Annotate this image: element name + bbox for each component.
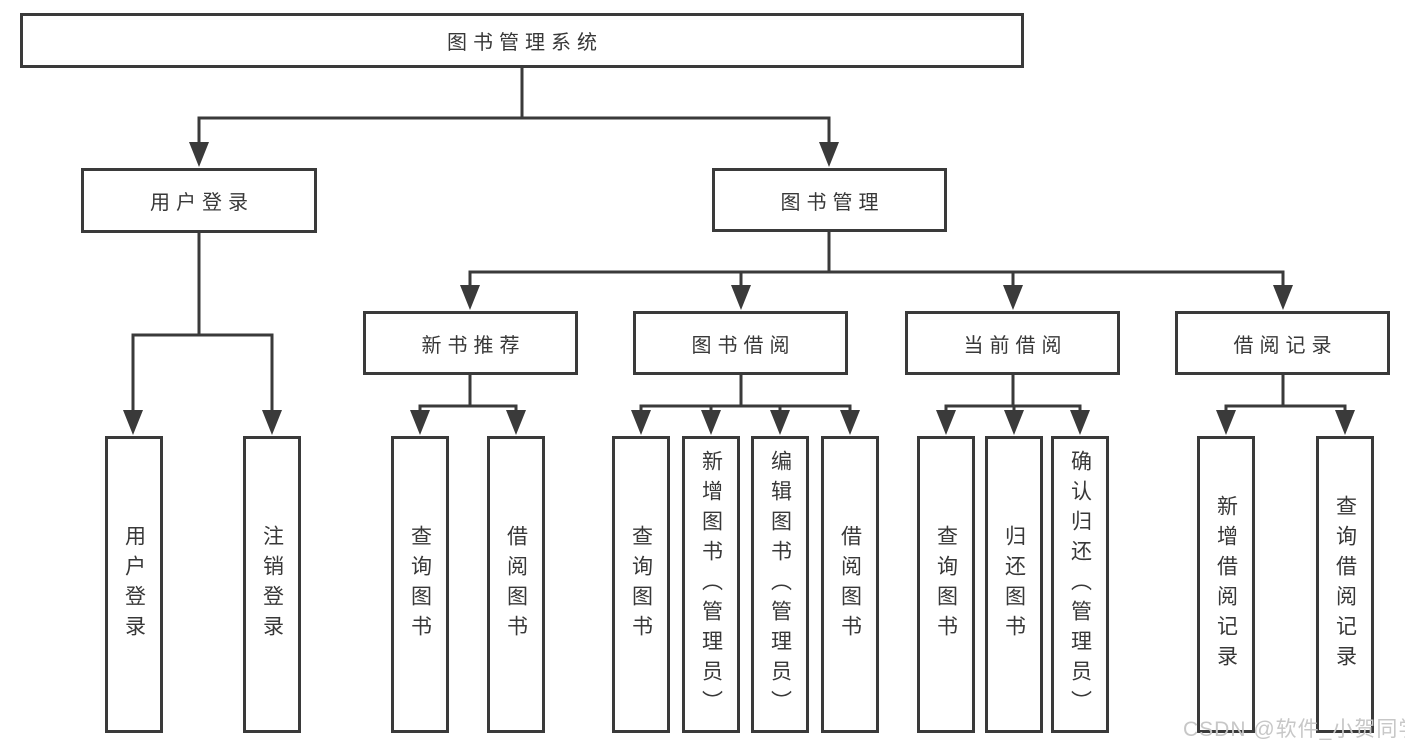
leaf-query-books-recommend: 查询图书 [391,436,449,733]
leaf-label: 查询图书 [629,524,653,645]
leaf-query-books-current: 查询图书 [917,436,975,733]
leaf-add-book-admin: 新增图书（管理员） [682,436,740,733]
leaf-logout: 注销登录 [243,436,301,733]
leaf-label: 查询图书 [934,524,958,645]
node-current-borrow: 当前借阅 [905,311,1120,375]
leaf-label: 用户登录 [122,524,146,645]
leaf-label: 新增借阅记录 [1214,494,1238,675]
leaf-label: 新增图书（管理员） [699,449,723,720]
node-borrow-records: 借阅记录 [1175,311,1390,375]
node-book-borrow: 图书借阅 [633,311,848,375]
leaf-return-book: 归还图书 [985,436,1043,733]
node-root: 图书管理系统 [20,13,1024,68]
leaf-label: 查询借阅记录 [1333,494,1357,675]
leaf-add-borrow-record: 新增借阅记录 [1197,436,1255,733]
leaf-confirm-return-admin: 确认归还（管理员） [1051,436,1109,733]
leaf-label: 注销登录 [260,524,284,645]
leaf-label: 查询图书 [408,524,432,645]
leaf-label: 归还图书 [1002,524,1026,645]
node-new-book-recommend: 新书推荐 [363,311,578,375]
leaf-query-borrow-record: 查询借阅记录 [1316,436,1374,733]
csdn-watermark: CSDN @软件_小贺同学 [1183,718,1405,741]
leaf-query-books-borrow: 查询图书 [612,436,670,733]
leaf-borrow-books: 借阅图书 [821,436,879,733]
leaf-label: 编辑图书（管理员） [768,449,792,720]
leaf-label: 借阅图书 [838,524,862,645]
node-user-login: 用户登录 [81,168,317,233]
leaf-label: 借阅图书 [504,524,528,645]
leaf-edit-book-admin: 编辑图书（管理员） [751,436,809,733]
node-book-management: 图书管理 [712,168,947,232]
leaf-user-login: 用户登录 [105,436,163,733]
leaf-label: 确认归还（管理员） [1068,449,1092,720]
leaf-borrow-books-recommend: 借阅图书 [487,436,545,733]
